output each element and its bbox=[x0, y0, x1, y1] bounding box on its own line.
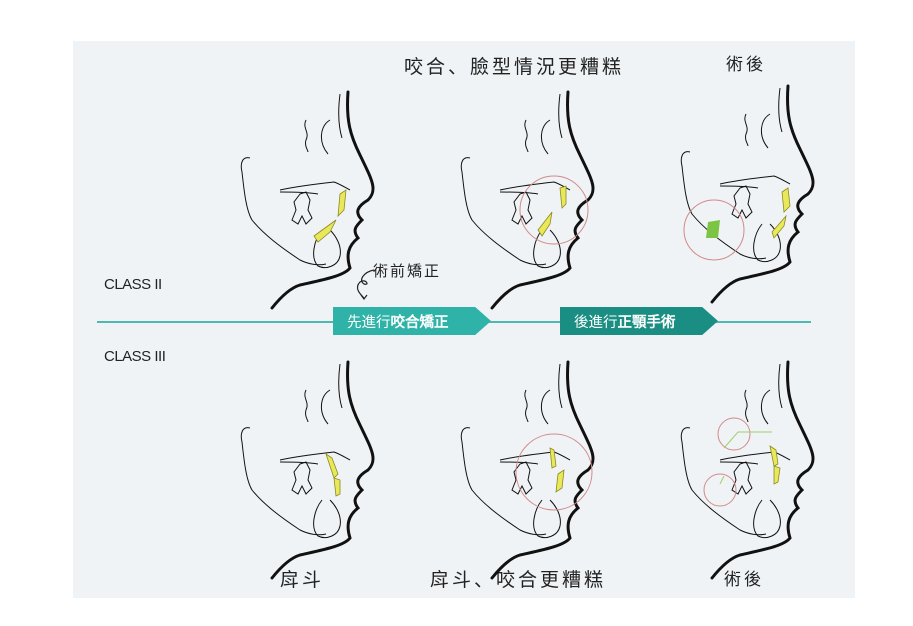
step1-emphasis: 咬合矯正 bbox=[390, 314, 449, 331]
highlight-circle bbox=[519, 175, 589, 245]
figure-class2-before bbox=[222, 80, 422, 310]
caption-class2-worse: 咬合、臉型情況更糟糕 bbox=[404, 56, 625, 78]
highlight-circle-upper bbox=[717, 417, 751, 451]
jaw-profile-illustration bbox=[459, 90, 595, 310]
figure-class3-after bbox=[662, 350, 862, 580]
step-badge-surgery: 後進行正顎手術 bbox=[560, 307, 718, 335]
figure-class3-worse bbox=[442, 350, 642, 580]
bone-graft-block bbox=[706, 220, 720, 238]
highlight-circle-lower bbox=[703, 473, 737, 507]
jaw-profile-illustration bbox=[459, 360, 595, 580]
figure-class2-worse bbox=[442, 80, 642, 310]
jaw-profile-illustration bbox=[679, 84, 815, 304]
row-label-class2: CLASS II bbox=[104, 276, 162, 293]
figure-class2-after bbox=[662, 74, 862, 304]
annotation-pre-ortho: 術前矯正 bbox=[373, 262, 442, 280]
caption-class2-after: 術後 bbox=[726, 55, 766, 75]
highlight-circle bbox=[683, 199, 745, 261]
row-label-class3: CLASS III bbox=[104, 348, 166, 365]
caption-class3-before: 戽斗 bbox=[280, 569, 325, 591]
jaw-profile-illustration bbox=[679, 360, 815, 580]
curly-arrow-icon bbox=[356, 269, 375, 300]
caption-class3-worse: 戽斗、咬合更糟糕 bbox=[430, 569, 607, 591]
jaw-profile-illustration bbox=[239, 90, 375, 310]
step-badge-orthodontics: 先進行咬合矯正 bbox=[333, 307, 491, 335]
jaw-profile-illustration bbox=[239, 360, 375, 580]
step2-prefix: 後進行 bbox=[574, 314, 618, 331]
step1-prefix: 先進行 bbox=[347, 314, 391, 331]
highlight-circle bbox=[515, 433, 593, 511]
caption-class3-after: 術後 bbox=[724, 570, 764, 590]
step2-emphasis: 正顎手術 bbox=[617, 314, 676, 331]
figure-class3-before bbox=[222, 350, 422, 580]
